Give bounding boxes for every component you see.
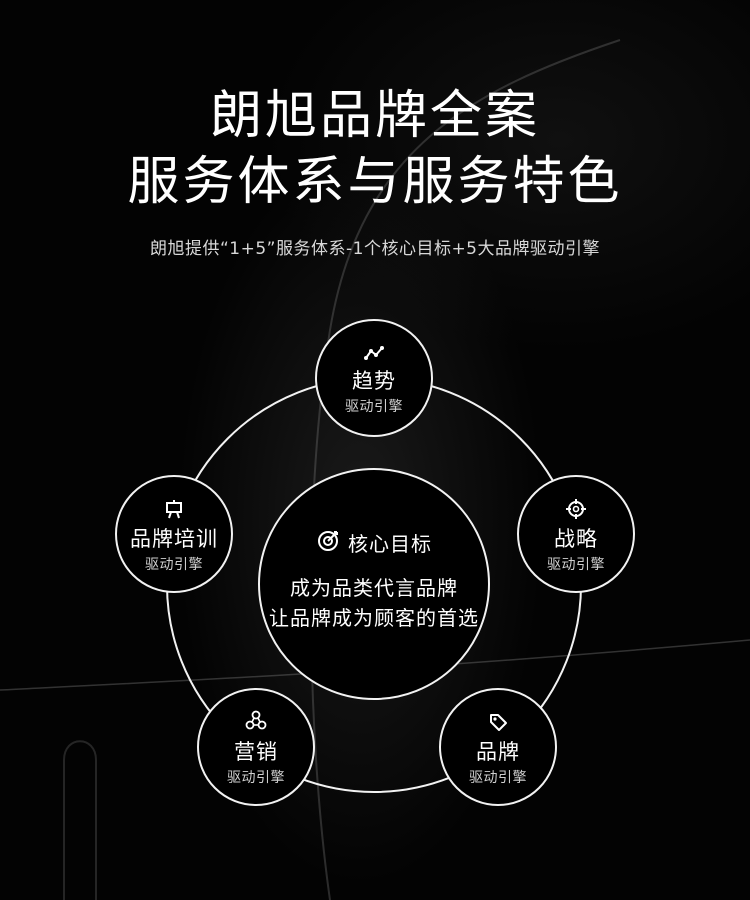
presentation-board-icon <box>117 499 231 519</box>
page-subtitle: 朗旭提供“1+5”服务体系-1个核心目标+5大品牌驱动引擎 <box>150 239 600 259</box>
core-goal-header: 核心目标 <box>260 528 488 557</box>
core-goal-circle: 核心目标 成为品类代言品牌 让品牌成为顾客的首选 <box>258 468 490 700</box>
page-title-line-1: 朗旭品牌全案 <box>209 86 540 146</box>
node-strategy-sub: 驱动引擎 <box>547 557 605 573</box>
trend-chart-icon <box>317 345 431 361</box>
node-marketing-label: 营销 <box>234 740 278 764</box>
node-brand-label: 品牌 <box>476 740 520 764</box>
network-icon <box>199 710 313 730</box>
core-goal-title: 核心目标 <box>348 532 432 556</box>
target-icon <box>316 529 340 557</box>
node-brand-sub: 驱动引擎 <box>469 770 527 786</box>
core-goal-line-2: 让品牌成为顾客的首选 <box>269 606 479 630</box>
node-brand-training-label: 品牌培训 <box>130 527 218 551</box>
crosshair-icon <box>519 499 633 519</box>
node-marketing-sub: 驱动引擎 <box>227 770 285 786</box>
node-brand-training: 品牌培训 驱动引擎 <box>115 475 233 593</box>
node-trend-label: 趋势 <box>352 369 396 393</box>
tag-icon <box>441 712 555 732</box>
node-trend: 趋势 驱动引擎 <box>315 319 433 437</box>
node-strategy-label: 战略 <box>554 527 598 551</box>
node-brand: 品牌 驱动引擎 <box>439 688 557 806</box>
node-marketing: 营销 驱动引擎 <box>197 688 315 806</box>
page-title-line-2: 服务体系与服务特色 <box>127 152 623 212</box>
node-strategy: 战略 驱动引擎 <box>517 475 635 593</box>
core-goal-line-1: 成为品类代言品牌 <box>290 576 458 600</box>
node-brand-training-sub: 驱动引擎 <box>145 557 203 573</box>
node-trend-sub: 驱动引擎 <box>345 399 403 415</box>
